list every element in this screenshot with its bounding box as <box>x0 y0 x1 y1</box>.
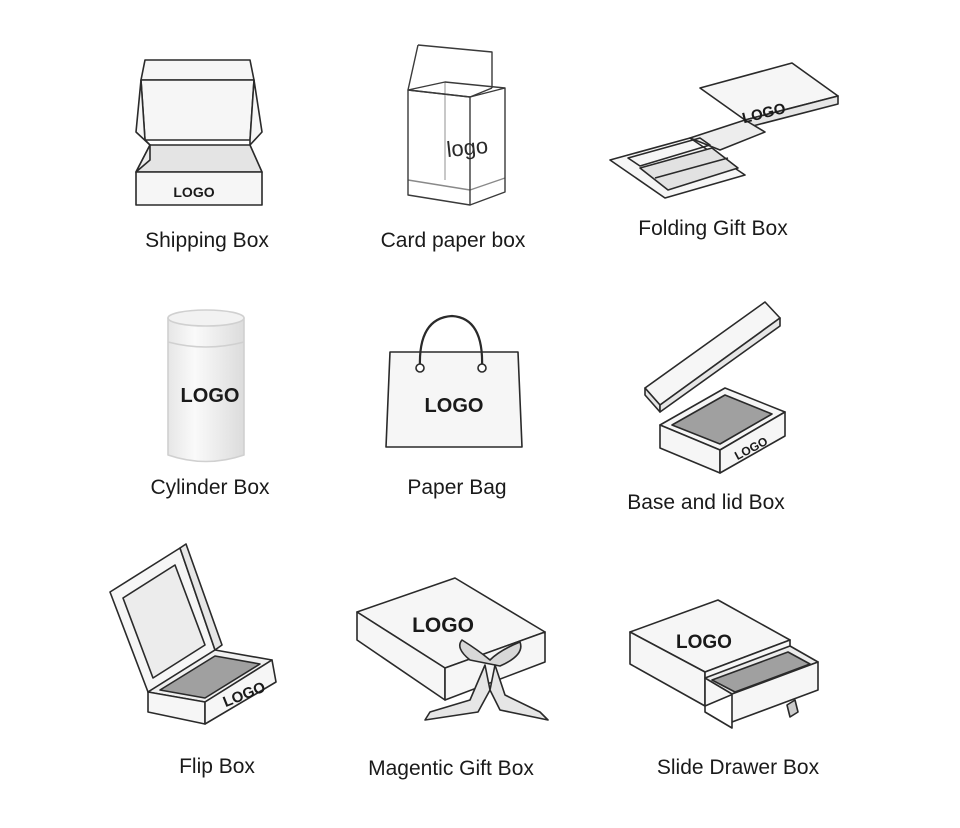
flip-box-illustration: LOGO <box>109 543 277 725</box>
cylinder-box-logo: LOGO <box>181 385 240 407</box>
shipping-box-illustration: LOGO <box>135 59 263 206</box>
shipping-box-logo: LOGO <box>173 184 214 200</box>
magnetic-gift-box-logo: LOGO <box>412 614 474 637</box>
slide-drawer-box-illustration: LOGO <box>629 599 819 729</box>
caption-folding-gift-box: Folding Gift Box <box>638 217 788 240</box>
magnetic-gift-box-illustration: LOGO <box>356 577 549 721</box>
card-paper-box-illustration: logo <box>407 44 506 206</box>
caption-paper-bag: Paper Bag <box>407 476 507 499</box>
card-paper-box-logo: logo <box>445 133 489 162</box>
slide-drawer-box-logo: LOGO <box>676 632 732 653</box>
caption-base-lid-box: Base and lid Box <box>627 491 785 514</box>
caption-card-paper-box: Card paper box <box>380 229 526 252</box>
folding-gift-box-illustration: LOGO <box>609 62 839 199</box>
caption-magnetic-gift-box: Magentic Gift Box <box>368 757 534 780</box>
caption-shipping-box: Shipping Box <box>145 229 269 252</box>
caption-flip-box: Flip Box <box>179 755 255 778</box>
base-lid-box-illustration: LOGO <box>644 301 786 474</box>
cylinder-box-illustration: LOGO <box>167 309 245 463</box>
paper-bag-illustration: LOGO <box>385 314 523 448</box>
caption-slide-drawer-box: Slide Drawer Box <box>656 756 820 779</box>
caption-cylinder-box: Cylinder Box <box>150 476 270 499</box>
paper-bag-logo: LOGO <box>425 395 484 417</box>
